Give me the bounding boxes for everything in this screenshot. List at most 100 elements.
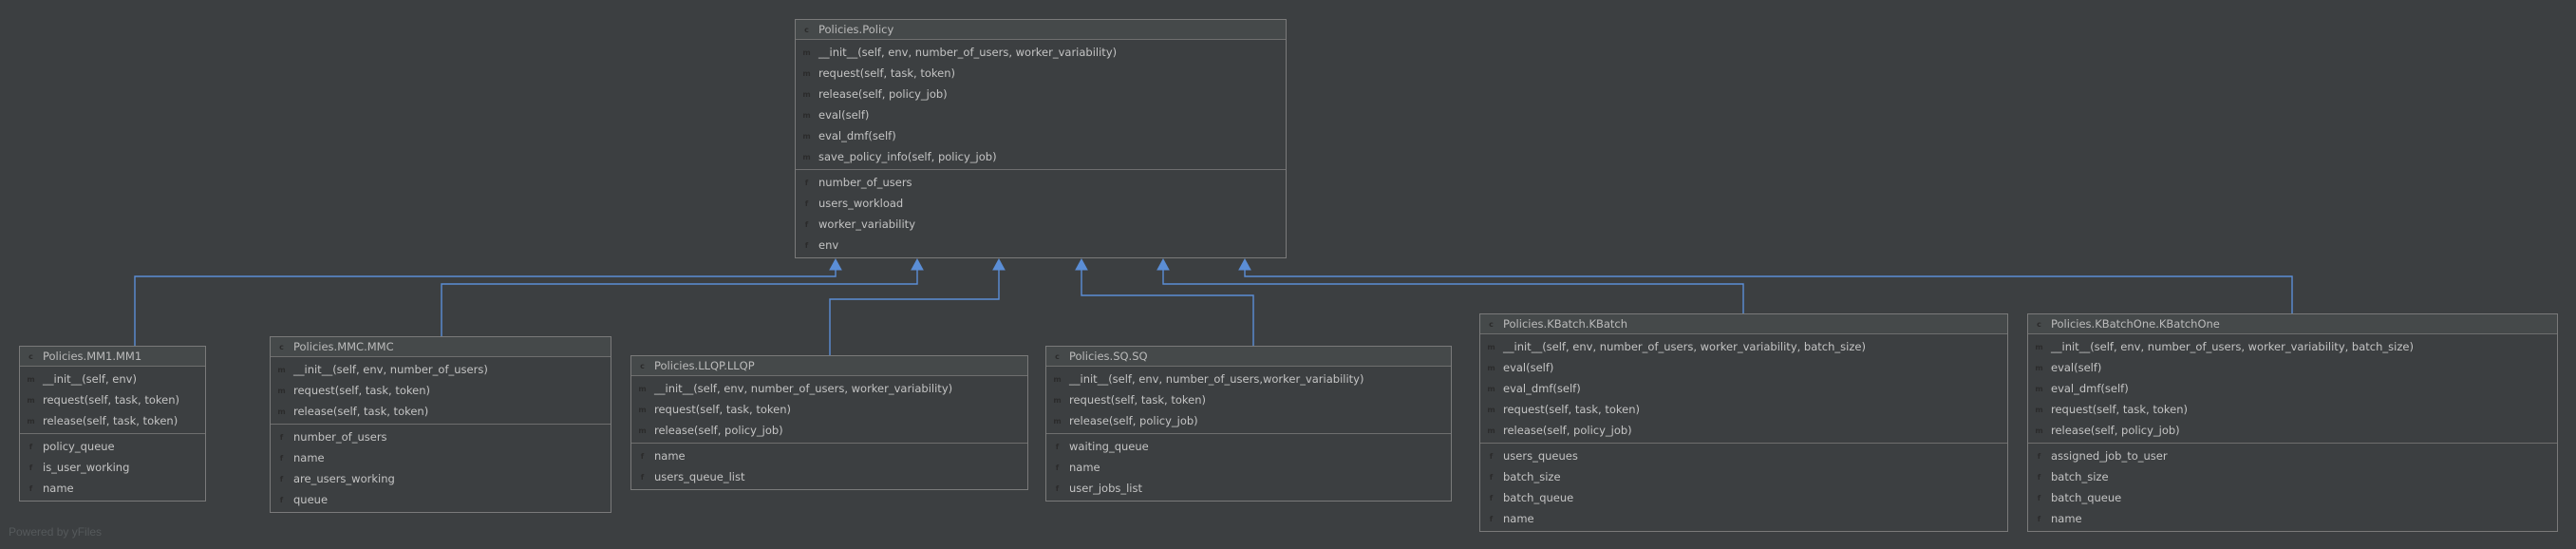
methods-section: m__init__(self, env, number_of_users, wo…	[1480, 334, 2007, 443]
inheritance-edge-mm1	[134, 269, 837, 346]
class-icon: c	[1489, 319, 1494, 329]
method-icon: m	[802, 152, 811, 161]
field-name: user_jobs_list	[1069, 482, 1142, 495]
inheritance-arrowhead	[829, 257, 842, 271]
method-row[interactable]: m save_policy_info(self, policy_job)	[796, 146, 1286, 167]
method-signature: __init__(self, env, number_of_users,work…	[1069, 372, 1364, 386]
method-icon: m	[1053, 416, 1062, 426]
field-icon: f	[2037, 451, 2041, 461]
method-icon: m	[802, 47, 811, 57]
field-icon: f	[804, 178, 809, 187]
method-row[interactable]: m__init__(self, env, number_of_users)	[271, 359, 611, 380]
field-icon: f	[640, 472, 645, 482]
method-signature: request(self, task, token)	[818, 66, 955, 80]
method-row[interactable]: m__init__(self, env, number_of_users,wor…	[1046, 369, 1451, 389]
methods-section: m__init__(self, env, number_of_users, wo…	[631, 376, 1027, 443]
field-icon: f	[640, 451, 645, 461]
method-icon: m	[27, 374, 35, 384]
method-signature: save_policy_info(self, policy_job)	[818, 150, 997, 163]
class-icon: c	[1055, 351, 1060, 361]
method-signature: eval_dmf(self)	[1503, 382, 1581, 395]
method-signature: release(self, policy_job)	[654, 424, 783, 437]
field-icon: f	[279, 474, 284, 483]
method-row[interactable]: m__init__(self, env)	[20, 369, 205, 389]
field-icon: f	[279, 495, 284, 504]
method-row[interactable]: m__init__(self, env, number_of_users, wo…	[796, 42, 1286, 63]
field-row[interactable]: f number_of_users	[796, 172, 1286, 193]
field-name: users_workload	[818, 197, 904, 210]
method-signature: eval(self)	[2051, 361, 2102, 374]
class-name: Policies.MMC.MMC	[293, 340, 394, 353]
field-name: number_of_users	[818, 176, 912, 189]
method-row[interactable]: m__init__(self, env, number_of_users, wo…	[1480, 336, 2007, 357]
method-signature: eval_dmf(self)	[818, 129, 896, 142]
method-row[interactable]: m__init__(self, env, number_of_users, wo…	[631, 378, 1027, 399]
method-row[interactable]: m__init__(self, env, number_of_users, wo…	[2028, 336, 2557, 357]
class-icon: c	[2037, 319, 2041, 329]
field-name: is_user_working	[43, 461, 130, 474]
method-signature: request(self, task, token)	[293, 384, 430, 397]
inheritance-arrowhead	[911, 257, 924, 271]
field-name: queue	[293, 493, 329, 506]
